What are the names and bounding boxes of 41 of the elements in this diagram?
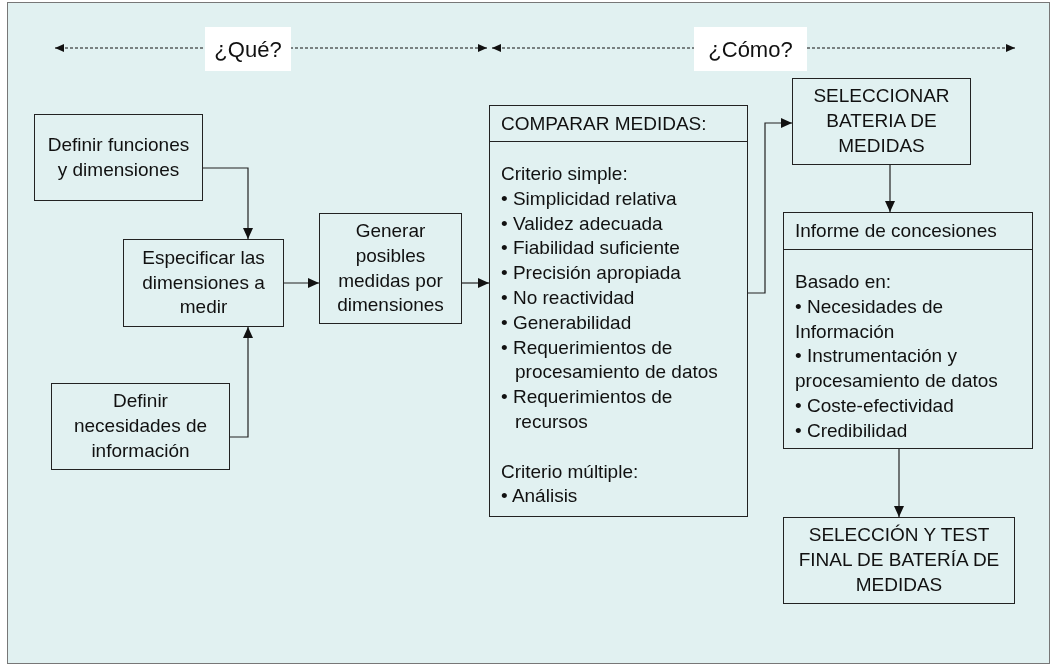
list-item: Criterio múltiple: <box>501 459 640 484</box>
list-item: • Necesidades de Información <box>795 294 945 344</box>
list-item: • No reactividad <box>501 286 636 310</box>
process-box <box>51 383 230 470</box>
arrow <box>894 448 904 518</box>
box-text: Especificar las dimensiones a medir <box>141 245 266 320</box>
box-text: Generar posibles medidas por dimensiones <box>336 218 445 318</box>
box-heading: Informe de concesiones <box>784 213 1032 250</box>
section-label: ¿Qué? <box>205 27 291 71</box>
list-item: • Credibilidad <box>795 418 909 443</box>
list-item: • Validez adecuada <box>501 211 664 236</box>
arrow <box>283 278 320 288</box>
box-text: SELECCIÓN Y TEST FINAL DE BATERÍA DE MEDIDAS <box>797 523 1001 597</box>
process-box <box>34 114 203 201</box>
process-box <box>783 212 1033 449</box>
arrow <box>202 167 253 240</box>
section-label: ¿Cómo? <box>694 27 807 71</box>
arrow <box>885 164 895 213</box>
list-item: • Instrumentación y procesamiento de datos <box>795 344 999 394</box>
list-item: • Precisión apropiada <box>501 261 682 286</box>
process-box <box>123 239 284 327</box>
box-text: Definir necesidades de información <box>72 389 209 463</box>
process-box <box>489 105 748 517</box>
list-item: • Fiabilidad suficiente <box>501 236 681 261</box>
box-text: Definir funciones y dimensiones <box>46 132 191 182</box>
list-item: Basado en: <box>795 270 893 294</box>
arrow <box>461 278 490 288</box>
list-item: • Requerimientos de procesamiento de datos <box>501 335 719 385</box>
list-item: • Requerimientos de recursos <box>501 385 674 434</box>
process-box <box>319 213 462 324</box>
process-box <box>783 517 1015 604</box>
list-item: Criterio simple: <box>501 162 629 186</box>
list-item: • Generabilidad <box>501 310 633 335</box>
arrow <box>747 118 793 294</box>
box-heading: COMPARAR MEDIDAS: <box>490 106 747 142</box>
arrow <box>229 326 253 438</box>
list-item: • Coste-efectividad <box>795 394 955 418</box>
box-text: SELECCIONAR BATERIA DE MEDIDAS <box>812 84 951 158</box>
process-box <box>792 78 971 165</box>
list-item: • Simplicidad relativa <box>501 186 678 211</box>
list-item: • Análisis <box>501 484 579 509</box>
